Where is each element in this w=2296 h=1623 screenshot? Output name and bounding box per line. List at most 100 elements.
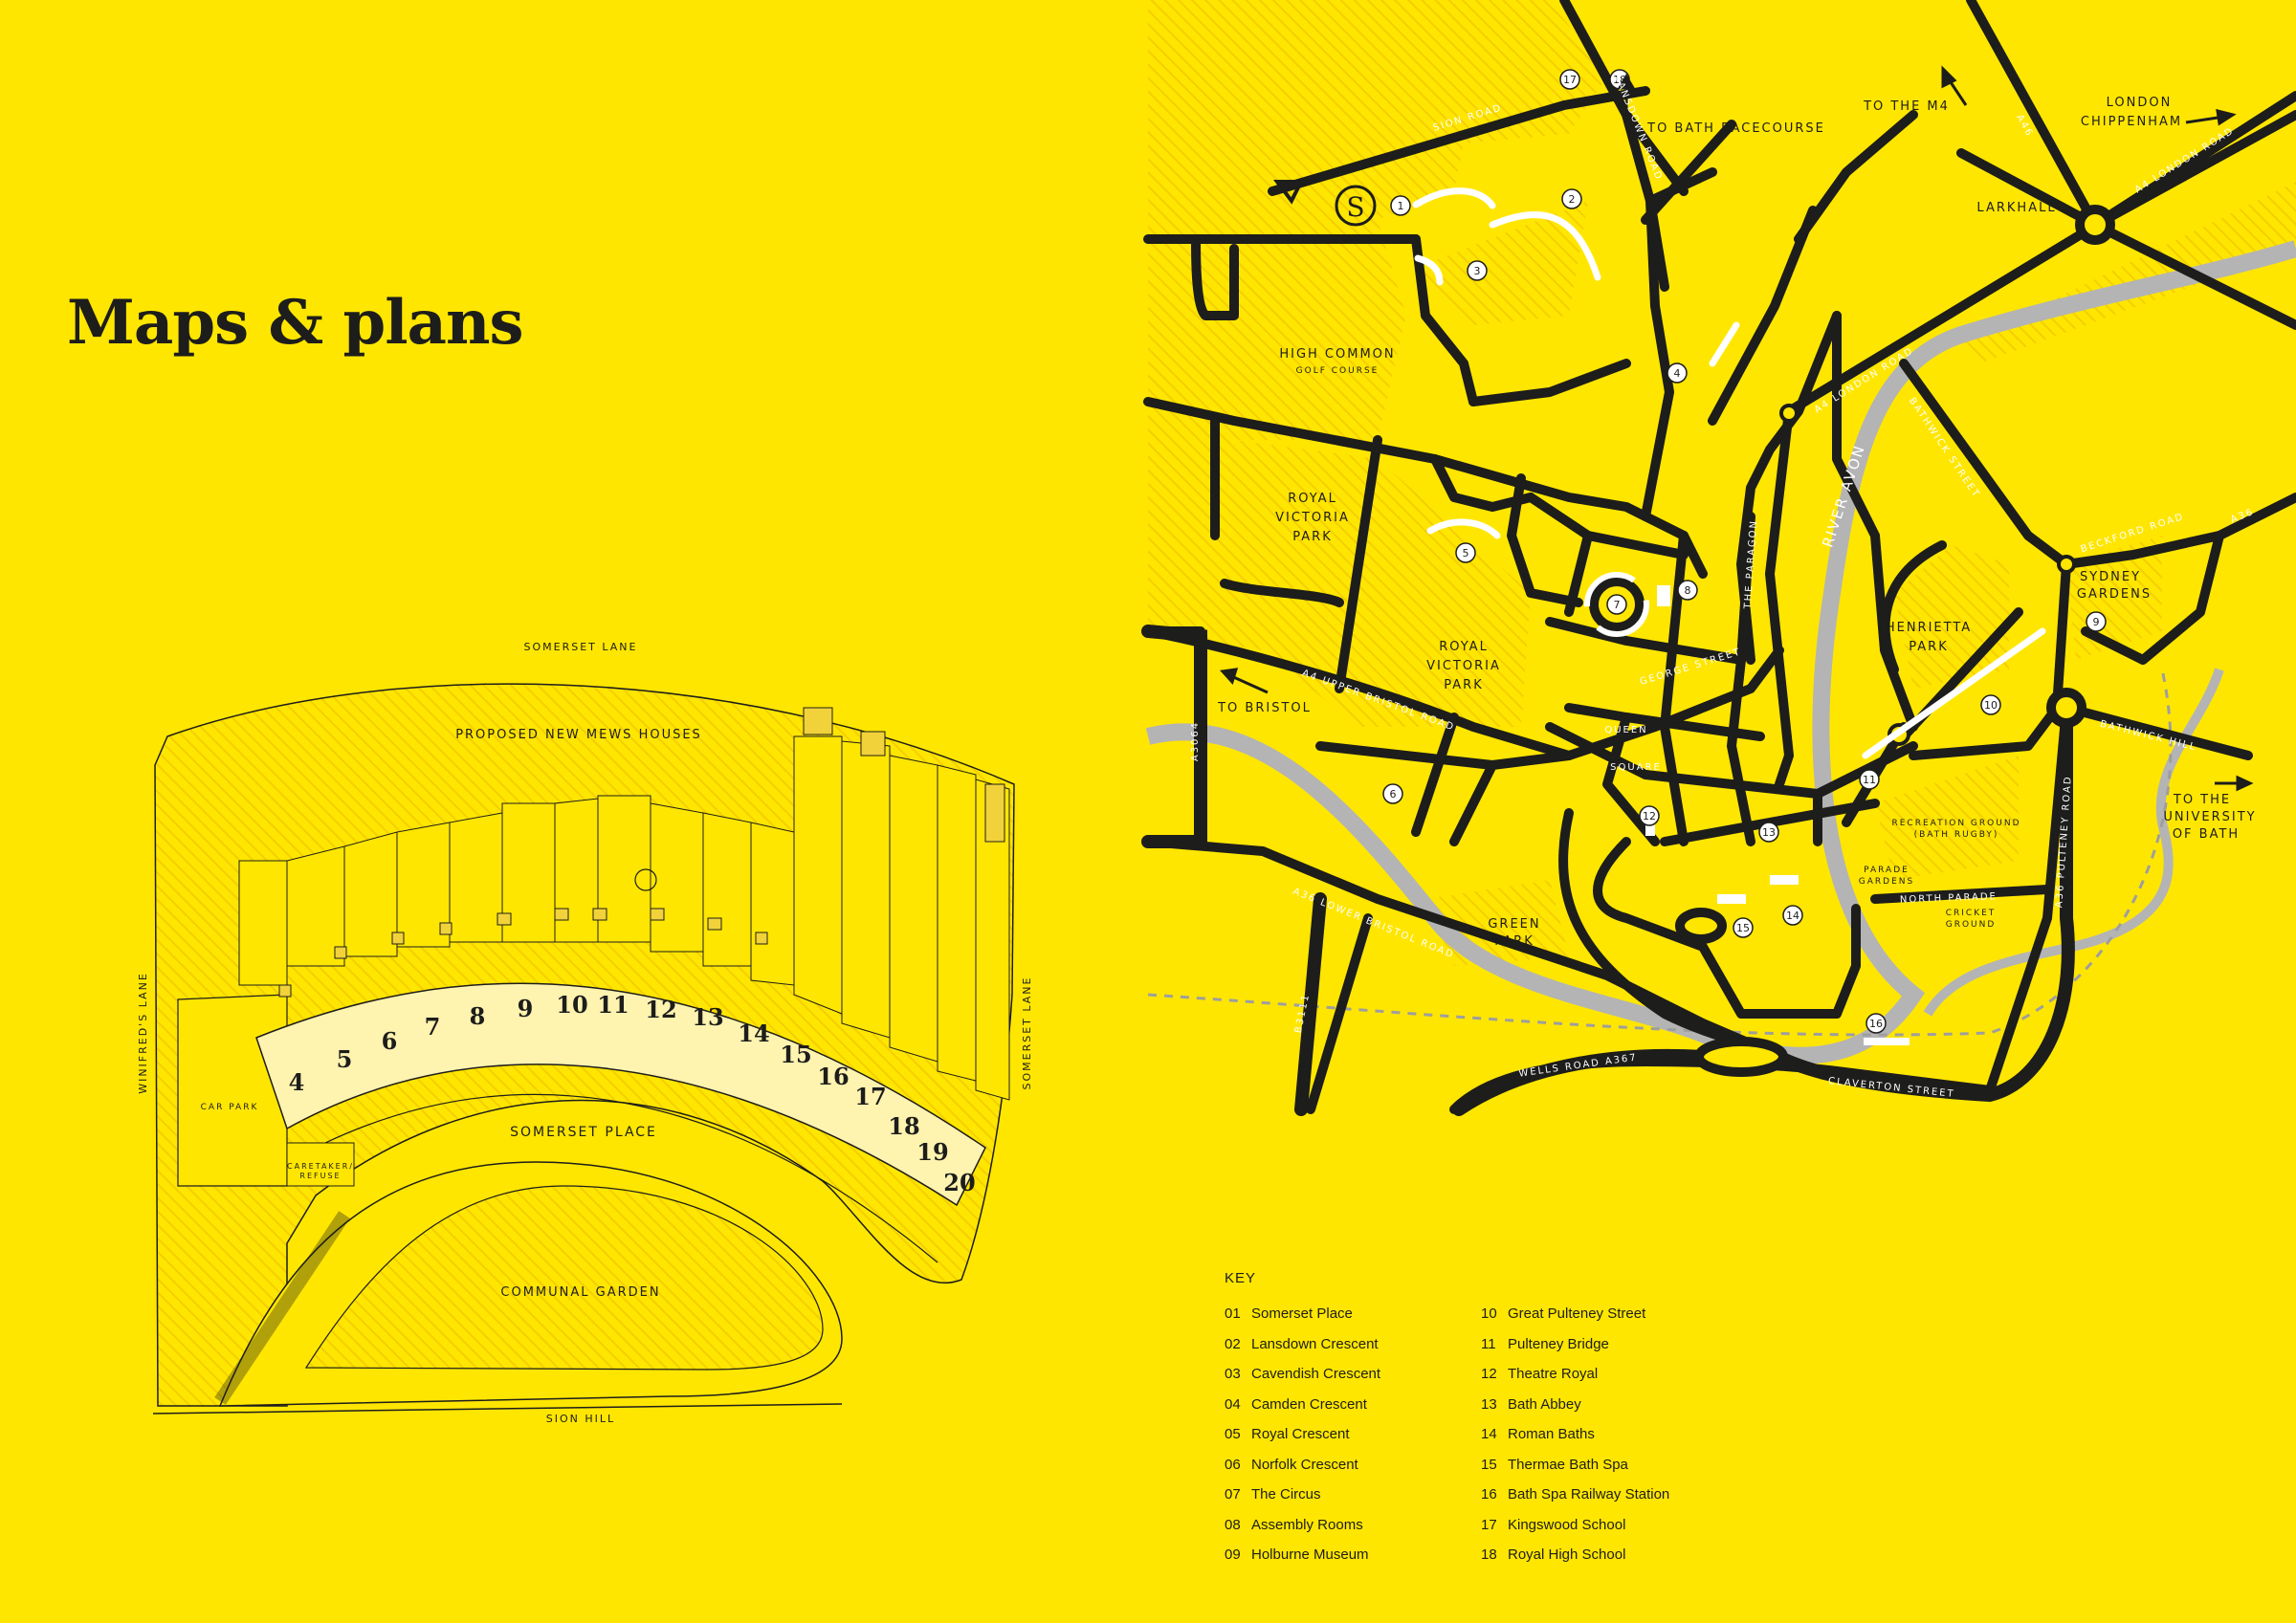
label-london: LONDON xyxy=(2107,96,2173,110)
location-marker-label: 16 xyxy=(1869,1018,1883,1030)
location-marker-label: 14 xyxy=(1786,910,1799,922)
location-marker-label: 4 xyxy=(1674,367,1681,380)
site-plan: SOMERSET LANE PROPOSED NEW MEWS HOUSES W… xyxy=(137,641,1033,1425)
house-number: 11 xyxy=(597,991,629,1019)
location-marker xyxy=(1667,362,1688,384)
label-somerset-lane-top: SOMERSET LANE xyxy=(524,641,638,653)
label-henrietta: PARK xyxy=(1909,640,1948,654)
label-recreation: RECREATION GROUND xyxy=(1891,819,2020,828)
label-to-uni: OF BATH xyxy=(2173,827,2240,842)
royal-victoria-park xyxy=(1148,402,1531,727)
label-sion-hill: SION HILL xyxy=(546,1413,615,1425)
location-marker-label: 7 xyxy=(1614,599,1621,611)
location-marker-label: 10 xyxy=(1984,699,1998,712)
label-sydney: GARDENS xyxy=(2077,587,2152,602)
location-marker xyxy=(1677,580,1698,601)
bathwick-roundabout xyxy=(2046,688,2086,728)
label-rvp: ROYAL xyxy=(1439,640,1489,654)
label-larkhall: LARKHALL xyxy=(1976,201,2056,215)
house-number: 6 xyxy=(382,1027,398,1055)
location-marker-label: 3 xyxy=(1474,265,1481,277)
house-number: 7 xyxy=(425,1013,441,1041)
label-parade: GARDENS xyxy=(1859,877,1914,887)
road-a3064: A3064 xyxy=(1190,721,1201,761)
label-green-park: PARK xyxy=(1494,934,1534,949)
location-marker xyxy=(1866,1013,1887,1034)
road-north-parade: NORTH PARADE xyxy=(1900,891,1998,906)
label-to-m4: TO THE M4 xyxy=(1863,99,1950,114)
label-mews: PROPOSED NEW MEWS HOUSES xyxy=(455,728,702,742)
label-chippenham: CHIPPENHAM xyxy=(2081,115,2182,129)
label-rvp: VICTORIA xyxy=(1275,511,1350,525)
house-number: 17 xyxy=(854,1083,886,1110)
label-rvp: PARK xyxy=(1292,530,1332,544)
house-number: 20 xyxy=(943,1169,975,1196)
location-marker xyxy=(1859,769,1880,790)
label-rvp: VICTORIA xyxy=(1426,659,1501,673)
communal-garden xyxy=(304,1185,824,1371)
location-marker xyxy=(1639,805,1660,826)
label-somerset-place: SOMERSET PLACE xyxy=(510,1125,657,1140)
road-queen: QUEEN xyxy=(1604,725,1647,735)
house-number: 9 xyxy=(518,995,534,1022)
location-marker xyxy=(2086,611,2107,632)
high-common xyxy=(1148,0,1607,440)
somerset-place-logo-icon: S xyxy=(1273,180,1377,227)
house-number: 5 xyxy=(337,1045,353,1073)
house-number: 14 xyxy=(738,1020,769,1047)
house-number: 16 xyxy=(817,1063,849,1090)
location-marker xyxy=(1467,260,1488,281)
key-title: KEY xyxy=(1225,1270,1257,1286)
label-refuse: REFUSE xyxy=(299,1172,341,1180)
label-caretaker: CARETAKER/ xyxy=(287,1162,354,1171)
label-to-uni: TO THE xyxy=(2173,793,2231,807)
label-rvp: ROYAL xyxy=(1288,492,1337,506)
location-marker xyxy=(1455,542,1476,563)
label-somerset-lane-right: SOMERSET LANE xyxy=(1021,976,1033,1090)
label-winifreds-lane: WINIFRED'S LANE xyxy=(137,972,149,1094)
larkhall-roundabout xyxy=(2075,205,2115,245)
house-number: 13 xyxy=(692,1003,723,1031)
label-henrietta: HENRIETTA xyxy=(1886,621,1972,635)
label-recreation: (BATH RUGBY) xyxy=(1914,830,1999,840)
house-number: 4 xyxy=(289,1068,305,1096)
label-parade: PARADE xyxy=(1864,866,1910,875)
label-sydney: SYDNEY xyxy=(2080,570,2141,584)
svg-text:S: S xyxy=(1346,191,1364,223)
location-marker xyxy=(1561,188,1582,209)
house-number: 15 xyxy=(780,1041,811,1068)
page-title: Maps & plans xyxy=(67,287,524,359)
location-marker-label: 1 xyxy=(1398,200,1404,212)
label-cricket: CRICKET xyxy=(1946,909,1997,918)
house-number: 18 xyxy=(888,1112,919,1140)
location-marker xyxy=(1980,694,2001,715)
house-number: 12 xyxy=(645,996,676,1023)
location-marker xyxy=(1758,822,1779,843)
royal-crescent xyxy=(1426,518,1501,539)
label-to-bath-racecourse: TO BATH RACECOURSE xyxy=(1646,121,1825,136)
location-marker-label: 5 xyxy=(1463,547,1469,559)
label-high-common: HIGH COMMON xyxy=(1279,347,1395,362)
location-marker-label: 2 xyxy=(1569,193,1576,206)
label-to-bristol: TO BRISTOL xyxy=(1217,701,1312,715)
label-rvp: PARK xyxy=(1444,678,1483,692)
location-marker xyxy=(1559,69,1580,90)
location-marker-label: 11 xyxy=(1863,774,1876,786)
location-marker-label: 6 xyxy=(1390,788,1397,801)
